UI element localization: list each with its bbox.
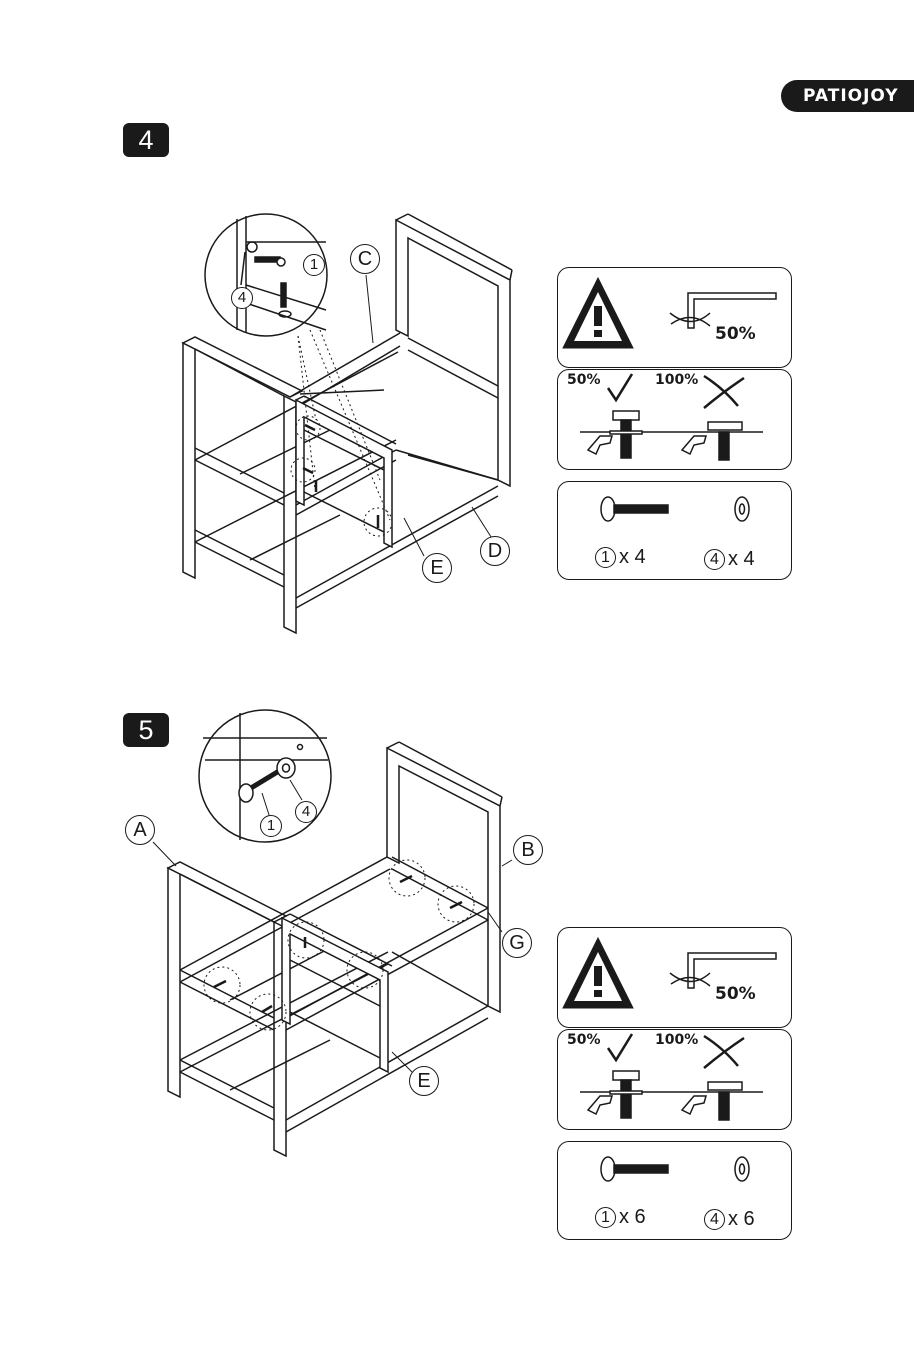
step-5-back-frame <box>387 742 502 1012</box>
step-5-bolt-id: 1 <box>595 1207 616 1228</box>
washer-icon <box>735 1157 749 1181</box>
cross-icon <box>704 1036 744 1068</box>
step-5-bad-percent: 100% <box>655 1032 698 1048</box>
allen-key-icon <box>670 953 776 988</box>
step-5-callout-e: E <box>409 1066 439 1096</box>
step-5-bolt-qty: x 6 <box>619 1206 646 1228</box>
step-5-detail-bolt-label: 1 <box>260 815 282 837</box>
bolt-icon <box>601 1157 668 1181</box>
step-5-ok-percent: 50% <box>567 1032 601 1048</box>
step-5-torque-panel: 50% 100% <box>557 1029 792 1130</box>
step-5-divider-panel <box>282 914 392 1072</box>
step-5-warning-panel: 50% <box>557 927 792 1028</box>
checkmark-icon <box>608 1034 632 1060</box>
step-5-callout-g: G <box>502 928 532 958</box>
step-5-callout-a: A <box>125 815 155 845</box>
step-5-callout-b: B <box>513 835 543 865</box>
step-5-tighten-percent: 50% <box>715 984 756 1004</box>
step-5-detail-washer-label: 4 <box>295 801 317 823</box>
step-5-washer-qty: x 6 <box>728 1208 755 1230</box>
step-5-washer-id: 4 <box>704 1209 725 1230</box>
hand-icon <box>588 1096 612 1114</box>
